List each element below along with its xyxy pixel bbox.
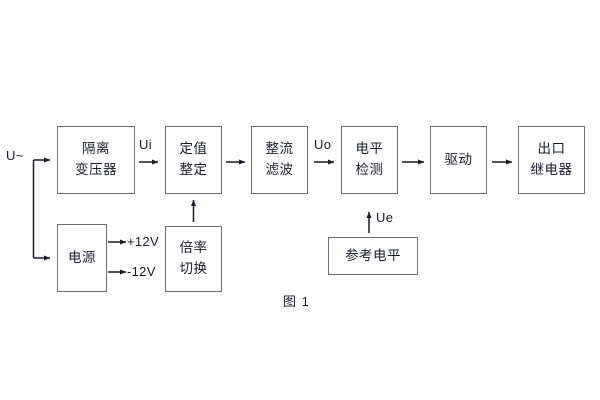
block-label-line: 整定 <box>179 162 208 177</box>
label-rail-positive: +12V <box>127 234 159 249</box>
label-signal-ui: Ui <box>139 137 152 152</box>
block-label-line: 定值 <box>179 141 208 157</box>
block-power-supply[interactable]: 电源 <box>57 224 107 292</box>
block-label-line: 电平 <box>355 141 384 157</box>
block-reference-level[interactable]: 参考电平 <box>328 237 418 275</box>
block-label-line: 出口 <box>537 141 566 157</box>
block-drive[interactable]: 驱动 <box>430 126 487 194</box>
label-rail-negative: -12V <box>127 264 156 279</box>
label-signal-ue: Ue <box>376 210 394 225</box>
block-label-line: 切换 <box>179 261 208 276</box>
block-setting-value[interactable]: 定值 整定 <box>165 126 222 194</box>
block-level-detect[interactable]: 电平 检测 <box>341 126 398 194</box>
block-label-line: 隔离 <box>82 141 110 157</box>
block-label-line: 参考电平 <box>345 247 401 263</box>
block-label-line: 驱动 <box>444 151 473 167</box>
block-label-line: 倍率 <box>179 240 208 256</box>
block-isolation-transformer[interactable]: 隔离 变压器 <box>57 126 135 194</box>
block-output-relay[interactable]: 出口 继电器 <box>518 126 585 194</box>
block-label-line: 滤波 <box>265 162 294 177</box>
label-signal-uo: Uo <box>314 137 332 152</box>
figure-caption: 图 1 <box>283 294 310 309</box>
block-label-line: 继电器 <box>530 162 573 177</box>
block-label-line: 整流 <box>265 141 294 157</box>
label-input-voltage: U~ <box>6 148 24 163</box>
block-label-line: 检测 <box>355 162 384 177</box>
block-rectify-filter[interactable]: 整流 滤波 <box>251 126 308 194</box>
block-multiplier-switch[interactable]: 倍率 切换 <box>165 226 222 292</box>
block-label-line: 变压器 <box>75 162 117 177</box>
block-label-line: 电源 <box>68 249 96 265</box>
